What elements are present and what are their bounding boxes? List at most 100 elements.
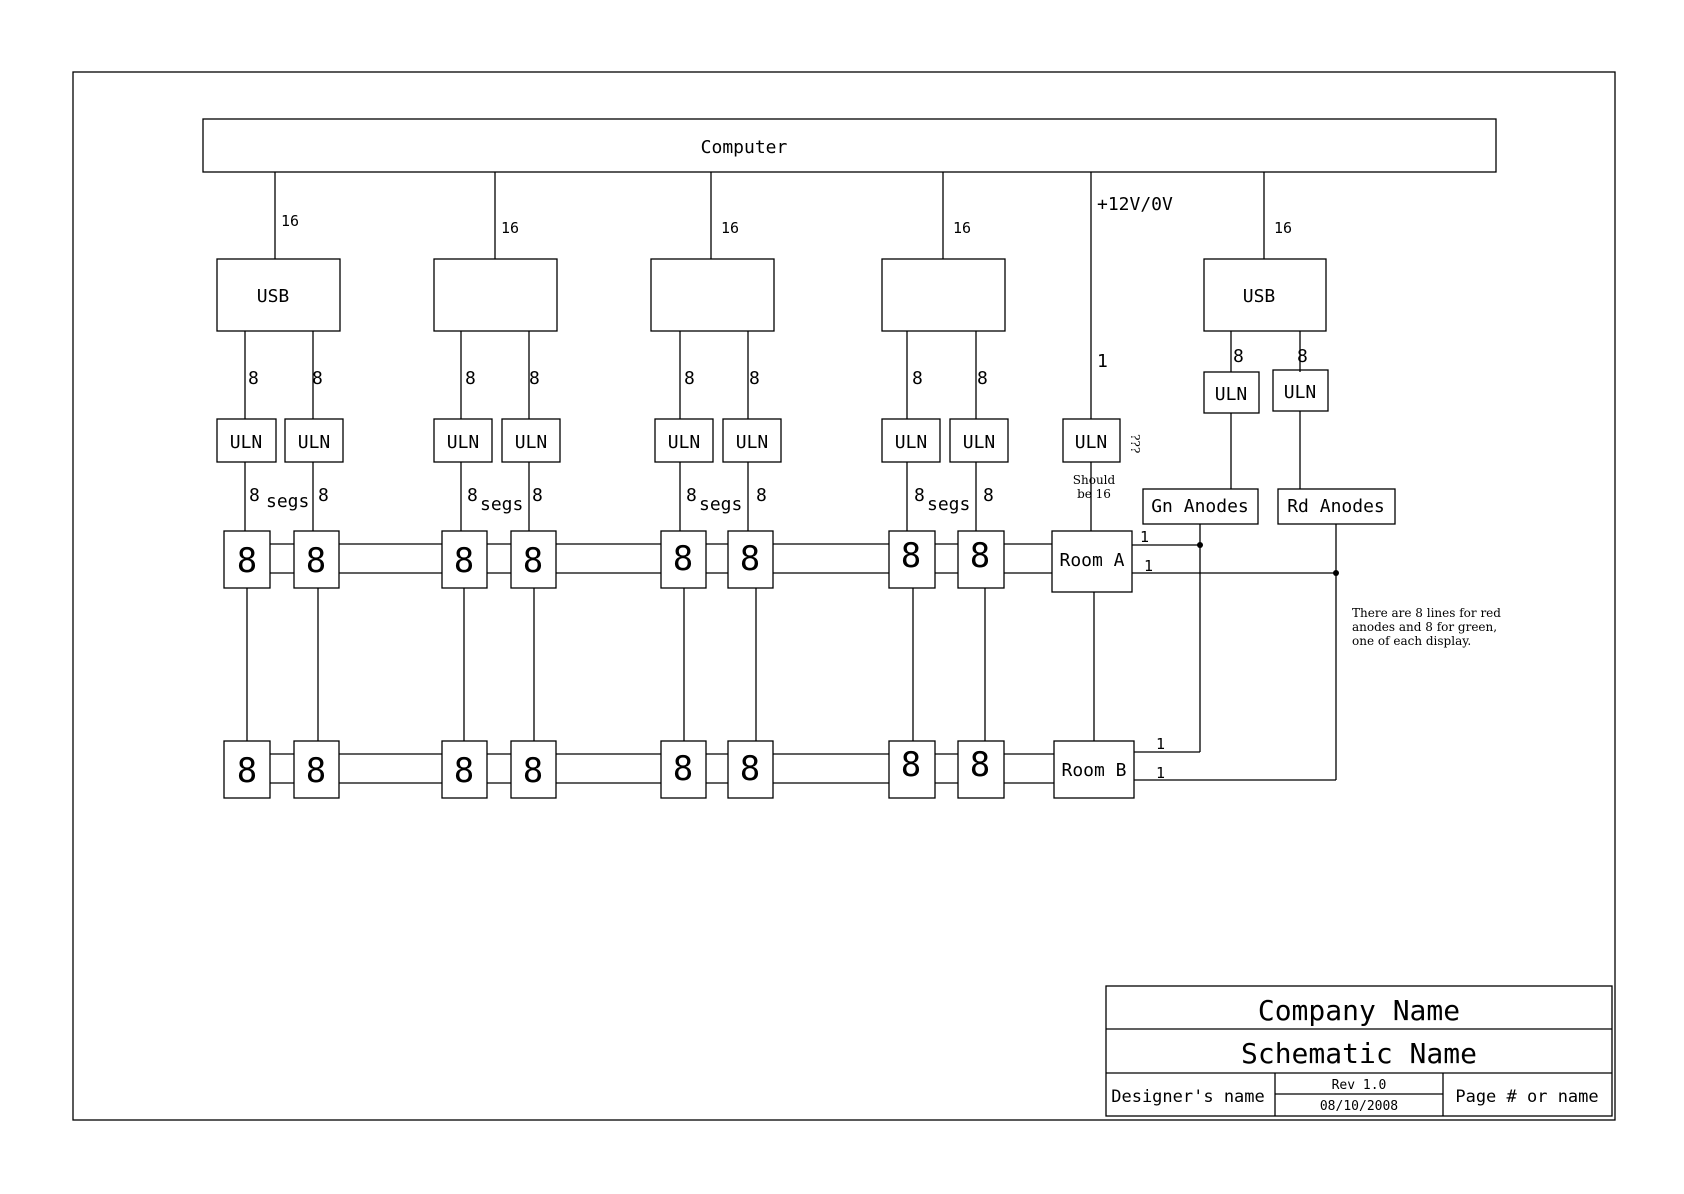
controller-4: [881, 258, 1006, 332]
uln-driver-1: [216, 418, 277, 463]
company-name: Company Name: [1258, 994, 1460, 1027]
uln-driver-5-label: ULN: [668, 432, 701, 453]
digit: 8: [306, 751, 326, 791]
digit: 8: [740, 749, 760, 789]
seven-seg-display: [888, 740, 936, 799]
room-a-box: [1051, 530, 1133, 593]
uln-drivers: ULN ULN ULN ULN ULN ULN ULN ULN ULN ULN …: [216, 369, 1329, 463]
seven-seg-display: [510, 740, 557, 799]
seven-seg-display: [957, 530, 1005, 589]
uln-driver-4-label: ULN: [515, 432, 548, 453]
bus-count-2: 16: [501, 219, 519, 237]
line-count: 8: [532, 485, 543, 506]
uln-driver-3-label: ULN: [447, 432, 480, 453]
digit: 8: [673, 749, 693, 789]
question-note: ???: [1128, 434, 1142, 453]
line-count: 8: [914, 485, 925, 506]
line-count: 8: [318, 485, 329, 506]
bus-count-1: 16: [281, 212, 299, 230]
bus-lines: [274, 172, 1265, 259]
line-count: 8: [684, 368, 695, 389]
segs-label: segs: [480, 494, 523, 515]
seven-seg-display: [293, 530, 340, 589]
uln-driver-2: [284, 418, 344, 463]
line-count: 8: [977, 368, 988, 389]
date: 08/10/2008: [1320, 1099, 1398, 1114]
digit: 8: [306, 541, 326, 581]
row-link-lines: [246, 588, 1095, 741]
usb-controller-1: [216, 258, 341, 332]
green-anodes-label: Gn Anodes: [1151, 496, 1249, 517]
digit: 8: [901, 745, 921, 785]
usb-controller-5-label: USB: [1243, 286, 1276, 307]
room-b-box: [1053, 740, 1135, 799]
page-name: Page # or name: [1455, 1087, 1598, 1107]
room-a-green-count: 1: [1140, 528, 1149, 546]
segment-lines: [244, 462, 1092, 531]
digit: 8: [523, 751, 543, 791]
line-count: 8: [1297, 346, 1308, 367]
seven-seg-display: [888, 530, 936, 589]
uln-driver-6-label: ULN: [736, 432, 769, 453]
power-label: +12V/0V: [1097, 194, 1173, 215]
line-count: 8: [312, 368, 323, 389]
schematic-name: Schematic Name: [1241, 1037, 1477, 1070]
segs-label: segs: [699, 494, 742, 515]
line-count: 8: [1233, 346, 1244, 367]
designer-name: Designer's name: [1111, 1087, 1265, 1107]
driver-feed-counts: 8 8 8 8 8 8 8 8 8 8: [248, 346, 1308, 389]
power-count: 1: [1097, 351, 1108, 372]
line-count: 8: [249, 485, 260, 506]
should-note-line-2: be 16: [1077, 487, 1111, 501]
digit: 8: [673, 539, 693, 579]
digit: 8: [901, 536, 921, 576]
display-row-bottom: 8 8 8 8 8 8 8 8: [223, 740, 1054, 799]
seven-seg-display: [660, 740, 707, 799]
uln-driver-8: [949, 418, 1009, 463]
display-row-top: 8 8 8 8 8 8 8 8: [223, 530, 1052, 589]
uln-driver-2-label: ULN: [298, 432, 331, 453]
seven-seg-display: [441, 740, 488, 799]
digit: 8: [237, 751, 257, 791]
uln-driver-1-label: ULN: [230, 432, 263, 453]
digit: 8: [970, 536, 990, 576]
uln-driver-5: [654, 418, 714, 463]
line-count: 8: [749, 368, 760, 389]
segs-label: segs: [927, 494, 970, 515]
line-count: 8: [467, 485, 478, 506]
digit: 8: [523, 541, 543, 581]
controller-3: [650, 258, 775, 332]
computer-label: Computer: [701, 137, 788, 158]
digit: 8: [454, 751, 474, 791]
uln-driver-7: [881, 418, 941, 463]
computer-box: [202, 118, 1497, 173]
room-b-red-count: 1: [1156, 764, 1165, 782]
bus-count-4: 16: [953, 219, 971, 237]
red-anodes-label: Rd Anodes: [1287, 496, 1385, 517]
usb-controller-5: [1203, 258, 1327, 332]
room-b-label: Room B: [1061, 760, 1126, 781]
bus-count-3: 16: [721, 219, 739, 237]
digit: 8: [454, 541, 474, 581]
uln-driver-6: [722, 418, 782, 463]
sheet-border: [72, 71, 1616, 1121]
segs-label: segs: [266, 491, 309, 512]
uln-driver-4: [501, 418, 561, 463]
should-note-line-1: Should: [1073, 473, 1116, 487]
controller-2: [433, 258, 558, 332]
usb-controller-1-label: USB: [257, 286, 290, 307]
line-count: 8: [983, 485, 994, 506]
driver-feed-lines: [244, 331, 1301, 419]
uln-driver-9-label: ULN: [1075, 432, 1108, 453]
uln-driver-3: [433, 418, 493, 463]
line-count: 8: [912, 368, 923, 389]
uln-driver-8-label: ULN: [963, 432, 996, 453]
seven-seg-display: [727, 740, 774, 799]
title-block: [1105, 985, 1613, 1117]
line-count: 8: [686, 485, 697, 506]
line-count: 8: [465, 368, 476, 389]
seven-seg-display: [223, 740, 271, 799]
room-b-green-count: 1: [1156, 735, 1165, 753]
